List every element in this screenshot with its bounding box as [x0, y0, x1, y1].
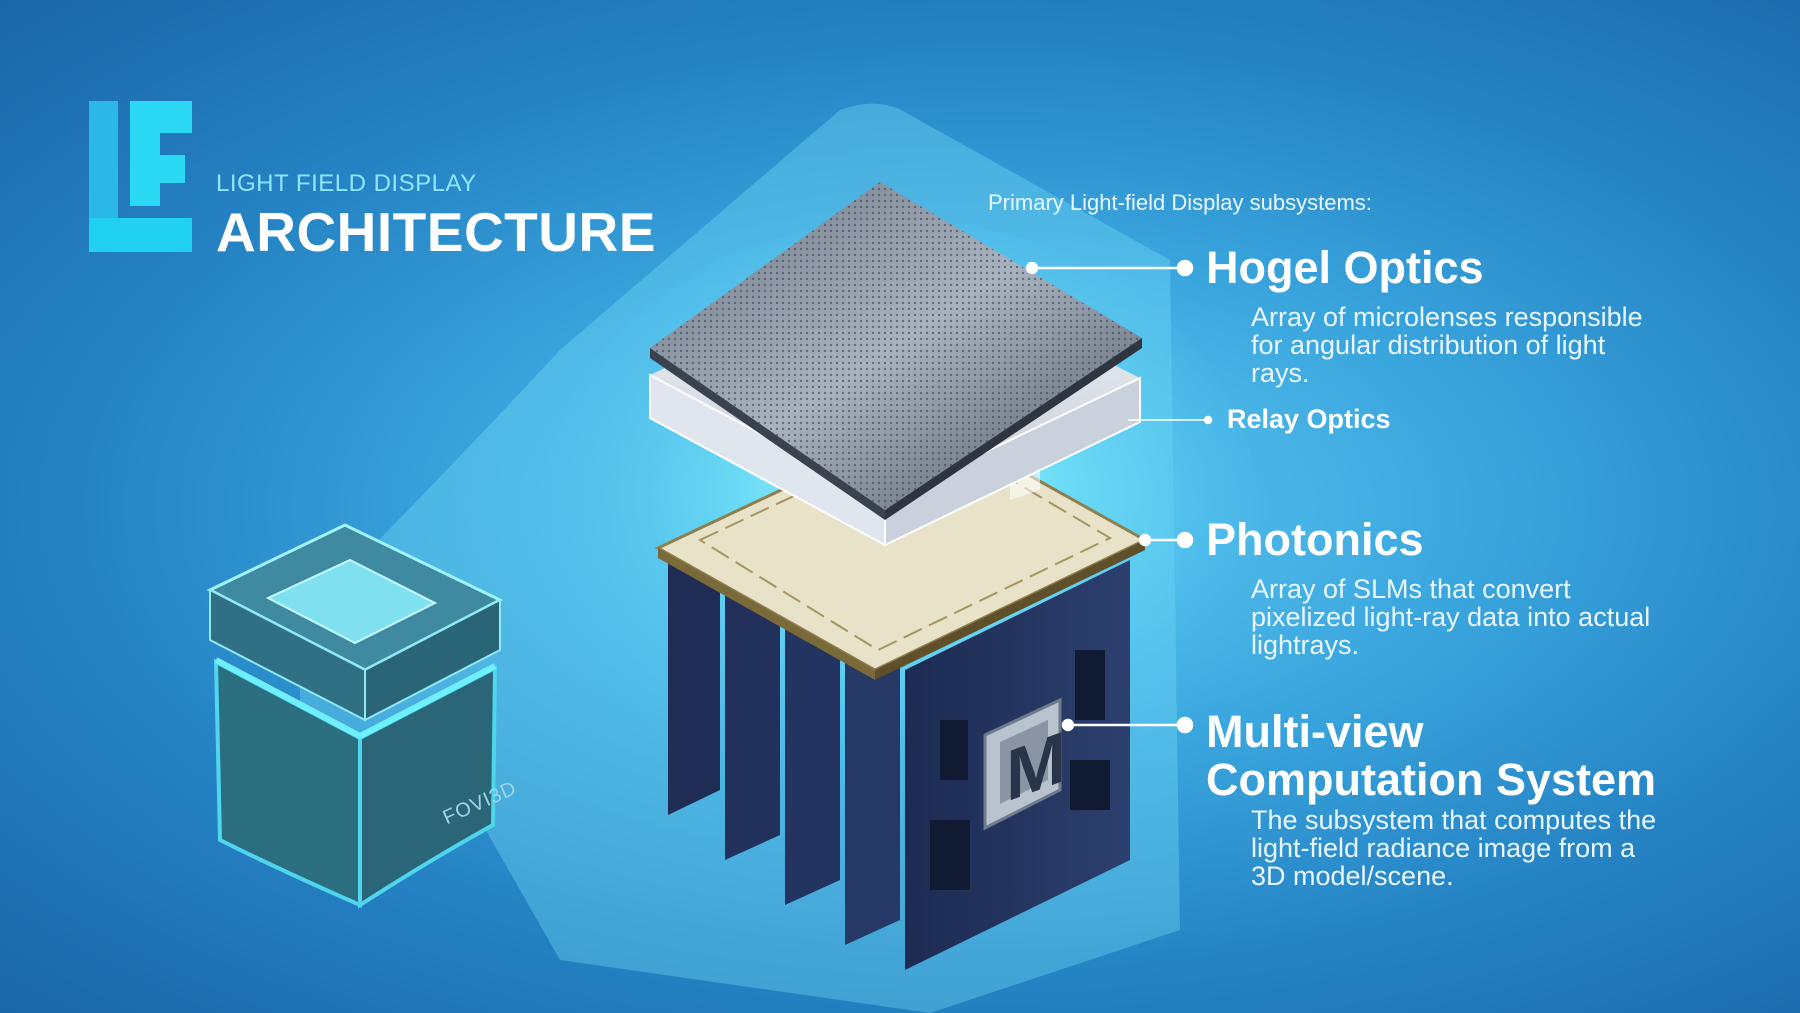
logo-title: ARCHITECTURE [216, 201, 656, 263]
computation-title-line2: Computation System [1206, 754, 1657, 805]
logo-subtitle: LIGHT FIELD DISPLAY [216, 170, 477, 197]
logo-text: LIGHT FIELD DISPLAY ARCHITECTURE [216, 170, 656, 264]
computation-boards [668, 530, 1130, 970]
subsystems-intro: Primary Light-field Display subsystems: [988, 190, 1372, 215]
hogel-optics-title: Hogel Optics [1206, 242, 1484, 293]
photonics-desc: Array of SLMs that convert pixelized lig… [1251, 574, 1651, 660]
hogel-optics-desc: Array of microlenses responsible for ang… [1251, 302, 1643, 388]
photonics-title: Photonics [1206, 514, 1424, 565]
lf-logo-icon [89, 101, 192, 252]
display-cube [206, 523, 504, 909]
computation-title-line1: Multi-view [1206, 706, 1424, 757]
relay-optics-title: Relay Optics [1227, 404, 1391, 434]
leader-lines [1025, 259, 1213, 734]
computation-desc: The subsystem that computes the light-fi… [1251, 805, 1657, 891]
hogel-optics-layer [650, 182, 1142, 520]
